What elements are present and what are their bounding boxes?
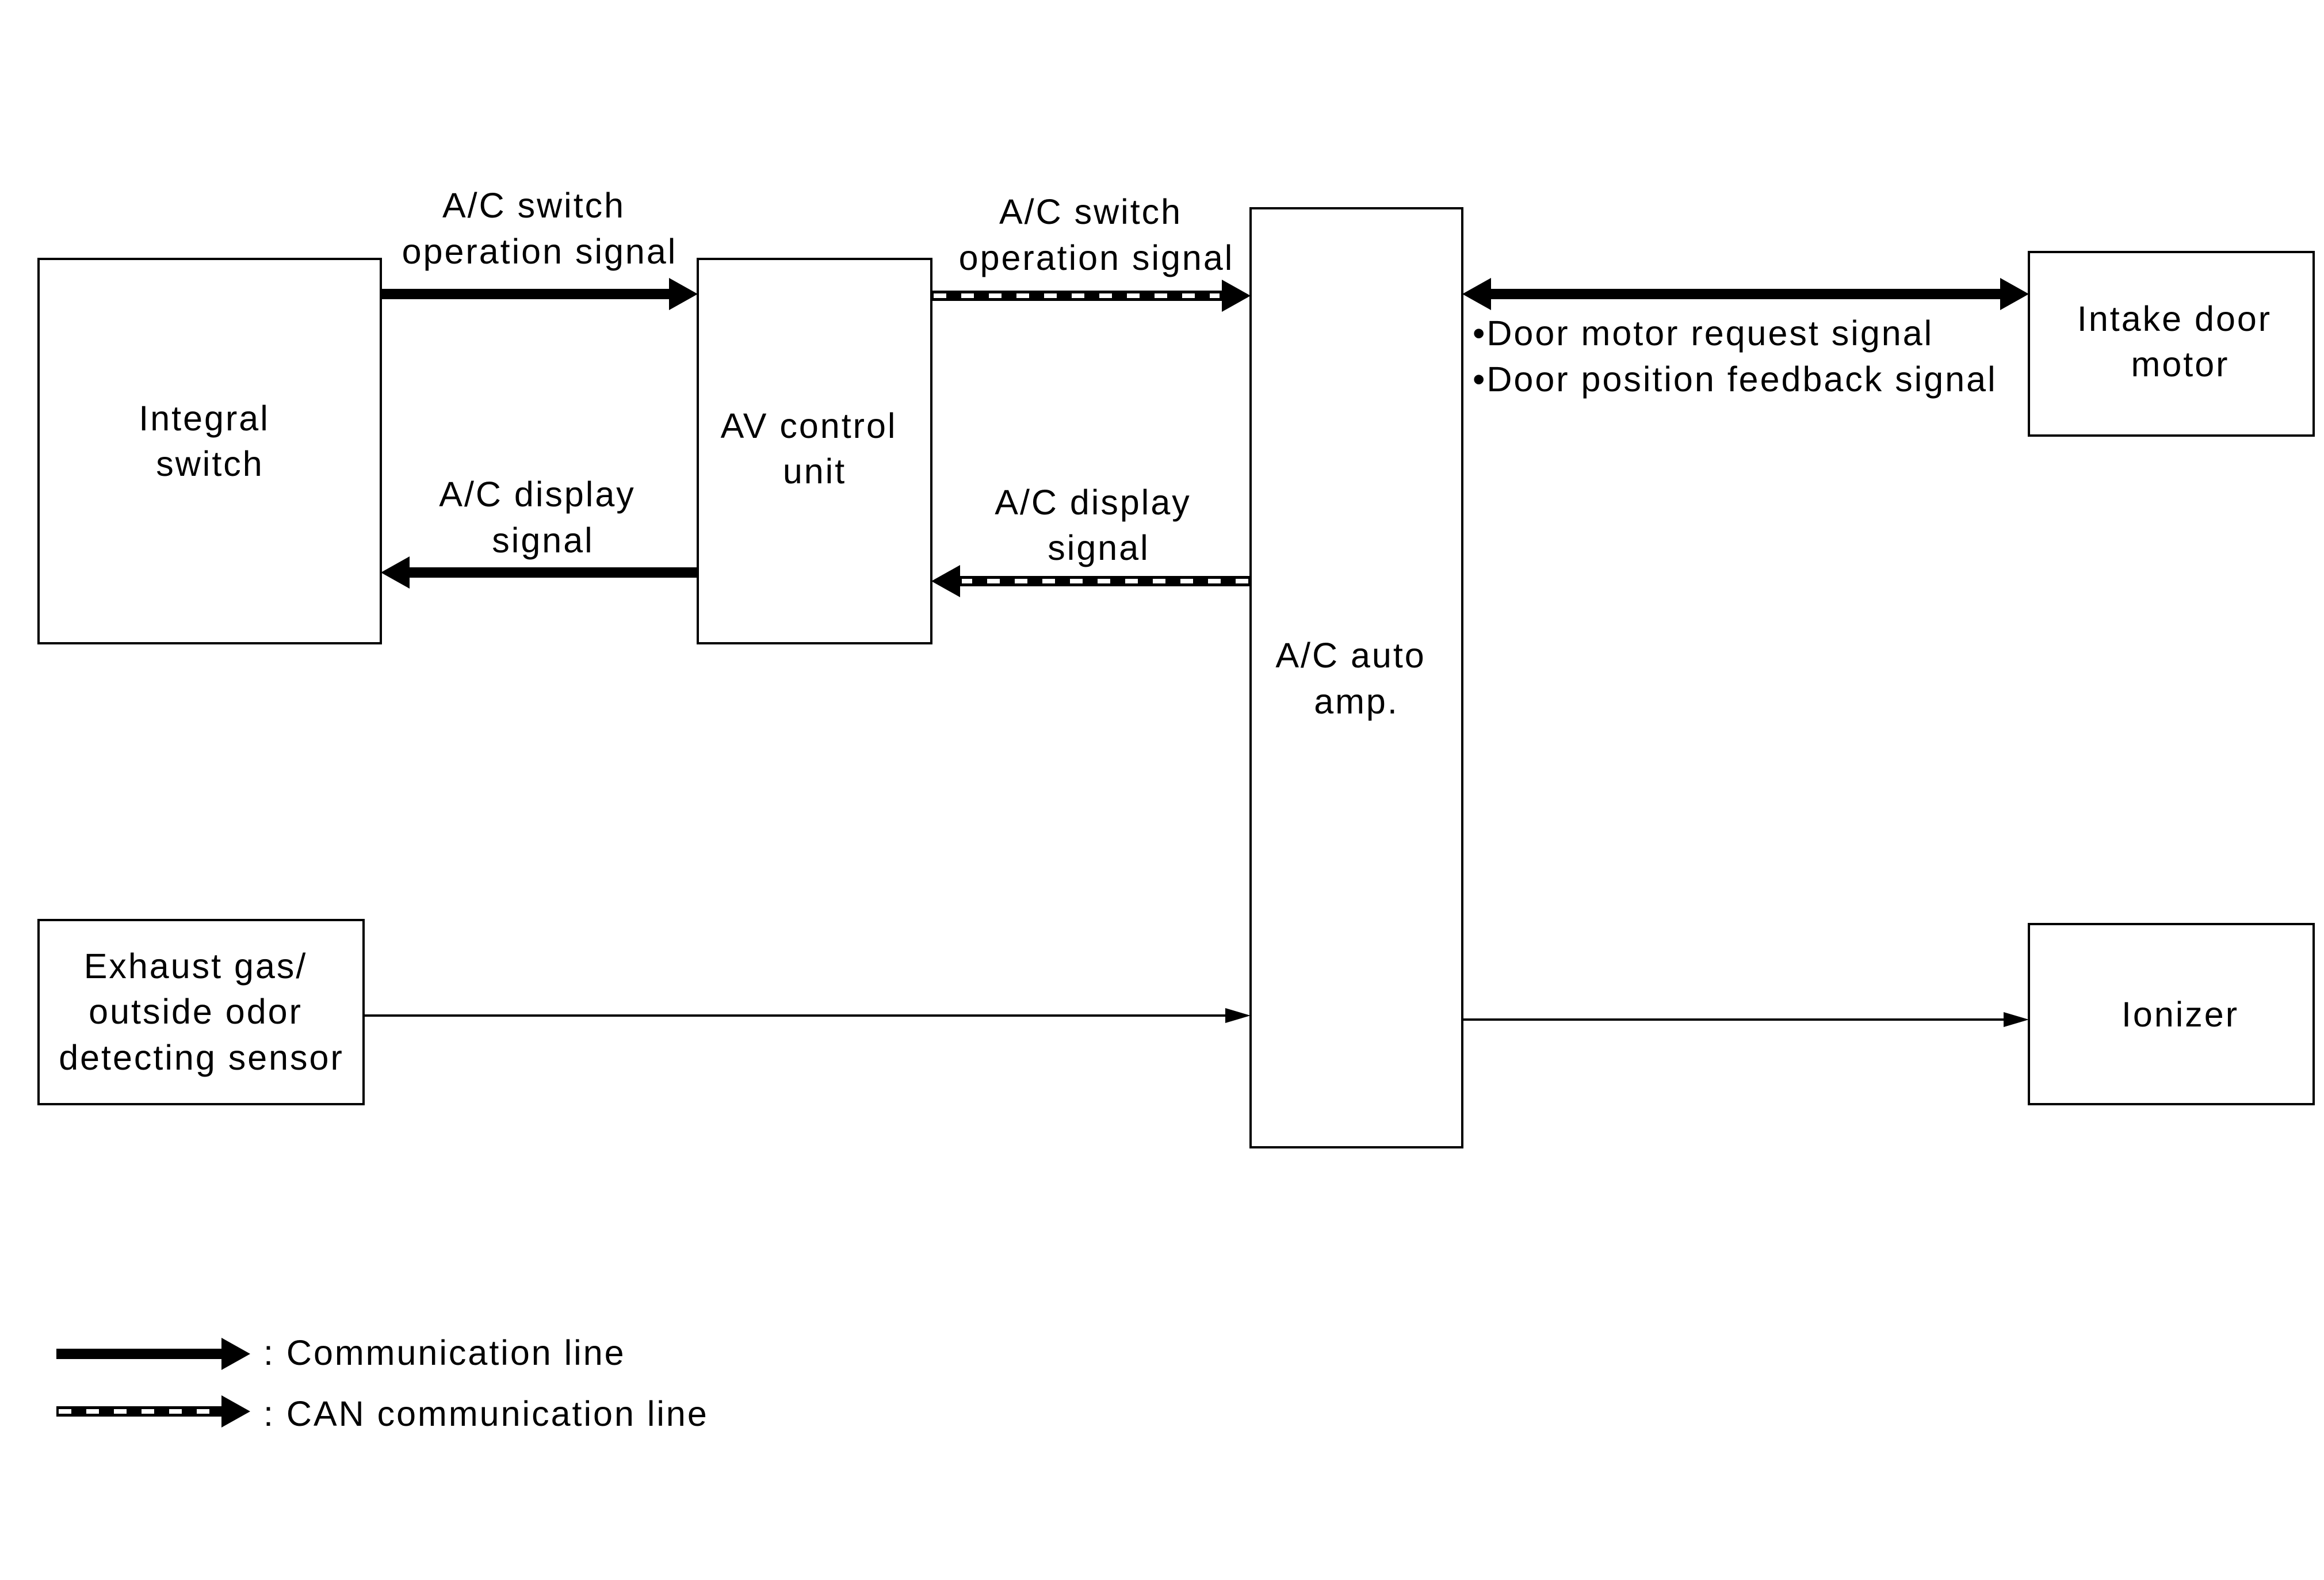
legend-communication-line-label: : Communication line xyxy=(263,1333,626,1372)
intake-door-motor-box xyxy=(2028,251,2315,437)
av-to-switch-arrow xyxy=(381,556,698,589)
amp-intake-bidirectional-arrow xyxy=(1462,278,2029,310)
av-control-unit-box xyxy=(697,258,932,644)
ionizer-label: Ionizer xyxy=(2122,995,2239,1034)
amp-to-av-signal-label: A/C display signal xyxy=(995,483,1202,567)
av-to-amp-can-arrow xyxy=(931,280,1251,312)
legend: : Communication line : CAN communication… xyxy=(56,1333,709,1433)
amp-to-ionizer-arrow xyxy=(1462,1012,2029,1027)
ionizer-box xyxy=(2028,923,2315,1105)
switch-to-av-signal-label: A/C switch operation signal xyxy=(402,186,678,271)
intake-door-motor-label: Intake door motor xyxy=(2077,299,2283,384)
amp-intake-signal-label: •Door motor request signal •Door positio… xyxy=(1473,314,1997,399)
integral-switch-box xyxy=(37,258,382,644)
amp-to-av-can-arrow xyxy=(931,565,1251,597)
ac-auto-amp-box xyxy=(1249,207,1463,1148)
legend-can-line-label: : CAN communication line xyxy=(263,1394,709,1433)
sensor-to-amp-arrow xyxy=(364,1008,1251,1023)
av-control-unit-label: AV control unit xyxy=(721,406,909,491)
exhaust-gas-sensor-label: Exhaust gas/ outside odor detecting sens… xyxy=(59,947,344,1077)
av-to-switch-signal-label: A/C display signal xyxy=(439,475,647,560)
switch-to-av-arrow xyxy=(381,278,698,310)
legend-can-line-symbol xyxy=(56,1395,250,1428)
integral-switch-label: Integral switch xyxy=(139,399,281,483)
av-to-amp-signal-label: A/C switch operation signal xyxy=(959,192,1234,277)
ac-auto-amp-label: A/C auto amp. xyxy=(1275,636,1437,721)
legend-communication-line-symbol xyxy=(56,1338,250,1370)
exhaust-gas-sensor-box xyxy=(37,919,365,1105)
